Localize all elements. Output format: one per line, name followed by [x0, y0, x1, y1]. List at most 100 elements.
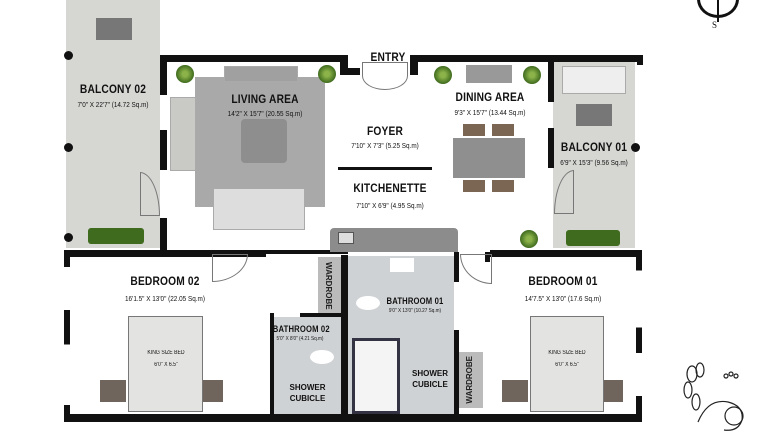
chair: [492, 180, 514, 192]
balcony-01-name: BALCONY 01: [560, 140, 628, 154]
wall: [454, 252, 459, 282]
shower-label: SHOWER: [289, 383, 326, 392]
wall: [160, 130, 167, 170]
dining-area-dims: 9'3" X 15'7" (13.44 Sq.m): [454, 108, 526, 117]
balcony-02-vent: [96, 18, 132, 40]
entry-door[interactable]: [362, 62, 408, 90]
sink-icon: [338, 232, 354, 244]
cubicle-label: CUBICLE: [289, 394, 326, 403]
king-size-bed: [530, 316, 604, 412]
wall: [636, 250, 642, 422]
nightstand: [502, 380, 528, 402]
wall: [410, 55, 642, 62]
wall: [210, 250, 348, 254]
chair: [463, 124, 485, 136]
bedroom-01-name: BEDROOM 01: [528, 274, 598, 288]
tv-unit: [224, 66, 298, 82]
living-area-dims: 14'2" X 15'7" (20.55 Sq.m): [227, 109, 303, 118]
bathtub: [352, 338, 400, 414]
wall: [548, 128, 554, 168]
wall: [160, 55, 167, 95]
king-size-bed: [128, 316, 203, 412]
cubicle-label: CUBICLE: [412, 380, 448, 389]
sofa: [213, 188, 305, 230]
nightstand: [203, 380, 223, 402]
wardrobe-01: [459, 352, 483, 408]
wall: [270, 313, 274, 417]
wall: [454, 330, 459, 418]
bedroom-01-dims: 14'7.5" X 13'0" (17.6 Sq.m): [524, 294, 602, 303]
bedroom-01-door[interactable]: [460, 254, 492, 284]
wall: [410, 55, 418, 75]
wall: [637, 55, 643, 65]
plant-icon: [523, 66, 541, 84]
balcony-01-sofa: [562, 66, 626, 94]
column: [64, 51, 73, 60]
plant-icon: [318, 65, 336, 83]
wall: [64, 414, 642, 422]
wall: [66, 250, 266, 257]
toilet: [310, 350, 334, 364]
chair: [492, 124, 514, 136]
living-area-name: LIVING AREA: [231, 92, 299, 106]
balcony-01-vent: [576, 104, 612, 126]
column: [631, 143, 640, 152]
dining-table: [453, 138, 525, 178]
wall: [340, 68, 360, 75]
chair: [463, 180, 485, 192]
planter: [566, 230, 620, 246]
coffee-table: [241, 119, 287, 163]
entry-label: ENTRY: [370, 50, 406, 64]
toilet: [356, 296, 380, 310]
kitchenette-name: KITCHENETTE: [353, 181, 427, 195]
bedroom-02-door[interactable]: [212, 254, 248, 282]
bed-dims: 6'0" X 6.5": [555, 362, 579, 368]
balcony-02-dims: 7'0" X 22'7" (14.72 Sq.m): [77, 100, 149, 109]
wall: [490, 250, 642, 257]
bedroom-02-dims: 16'1.5" X 13'0" (22.05 Sq.m): [125, 294, 205, 303]
plant-icon: [434, 66, 452, 84]
wardrobe-01-label: WARDROBE: [465, 356, 474, 404]
planter: [88, 228, 144, 244]
bed-dims: 6'0" X 6.5": [154, 362, 178, 368]
wall: [548, 62, 554, 102]
column: [64, 233, 73, 242]
wall: [300, 313, 345, 317]
balcony-01-dims: 6'9" X 15'3" (9.56 Sq.m): [560, 158, 628, 167]
nightstand: [603, 380, 623, 402]
foyer-name: FOYER: [367, 124, 403, 138]
wardrobe-02: [318, 257, 341, 313]
shower-cubicle-01-label: SHOWER CUBICLE: [404, 368, 456, 390]
wall: [64, 250, 70, 422]
sofa: [170, 97, 196, 171]
balcony-02-name: BALCONY 02: [79, 82, 147, 96]
washbasin: [390, 258, 414, 272]
wall: [160, 55, 345, 62]
plant-icon: [520, 230, 538, 248]
bed-label: KING SIZE BED: [548, 350, 586, 356]
bed-label: KING SIZE BED: [147, 350, 185, 356]
wall: [340, 55, 348, 75]
peacock-logo-icon: [683, 362, 744, 431]
foyer-dims: 7'10" X 7'3" (5.25 Sq.m): [351, 141, 419, 150]
bathroom-01-dims: 9'0" X 13'0" (10.27 Sq.m): [388, 308, 442, 314]
shower-label: SHOWER: [412, 369, 448, 378]
dining-area-name: DINING AREA: [455, 90, 525, 104]
divider: [338, 167, 432, 170]
bathroom-02-dims: 5'0" X 8'0" (4.21 Sq.m): [276, 336, 324, 342]
wall: [160, 218, 167, 250]
plant-icon: [176, 65, 194, 83]
wardrobe-02-label: WARDROBE: [324, 262, 333, 310]
compass-needle: [717, 0, 719, 22]
bedroom-02-name: BEDROOM 02: [130, 274, 200, 288]
sideboard: [466, 65, 512, 83]
column: [64, 143, 73, 152]
compass-south-label: S: [712, 20, 718, 30]
shower-cubicle-02-label: SHOWER CUBICLE: [280, 382, 335, 404]
bathroom-02-floor: [274, 317, 341, 414]
kitchenette-dims: 7'10" X 6'9" (4.95 Sq.m): [356, 201, 424, 210]
wall: [341, 255, 348, 417]
bathroom-01-name: BATHROOM 01: [386, 296, 444, 306]
nightstand: [100, 380, 126, 402]
bathroom-02-name: BATHROOM 02: [272, 324, 330, 334]
